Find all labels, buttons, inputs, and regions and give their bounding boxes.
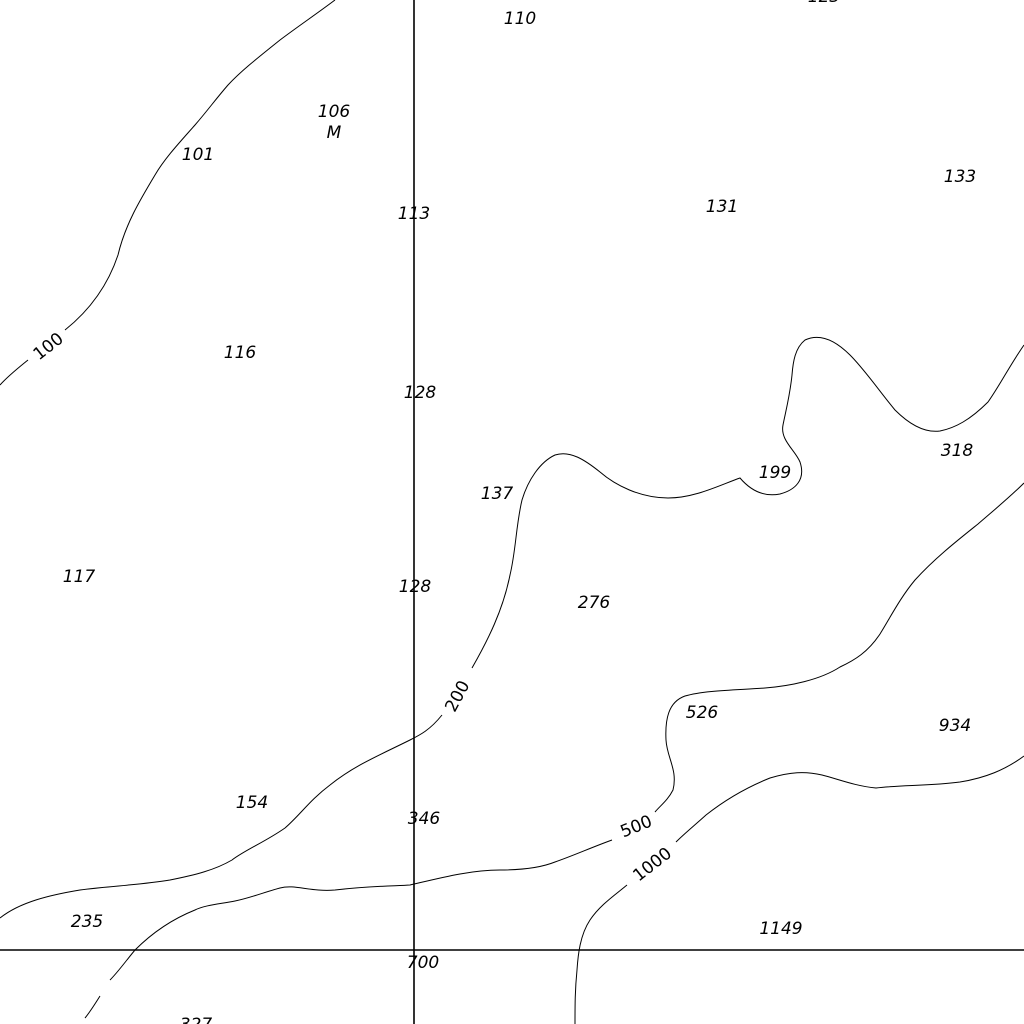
depth-sounding: 235 [71, 912, 103, 932]
depth-sounding: 110 [504, 9, 536, 29]
depth-sounding: 133 [944, 167, 976, 187]
depth-sounding: 101 [182, 145, 214, 165]
depth-sounding: 117 [63, 567, 96, 587]
contour-line-100 [64, 0, 336, 331]
depth-sounding: 128 [404, 383, 437, 403]
contour-line-500-upper [654, 482, 1024, 813]
depth-sounding: 116 [224, 343, 257, 363]
depth-sounding: 199 [759, 463, 791, 483]
depth-sounding: 700 [407, 953, 439, 973]
depth-sounding: 106 [318, 102, 351, 122]
contour-line-200-lower [0, 714, 443, 919]
depth-sounding: 131 [706, 197, 738, 217]
depth-sounding: 137 [481, 484, 514, 504]
contour-line-500-tail [84, 995, 101, 1019]
depth-sounding: 934 [939, 716, 971, 736]
depth-sounding: 154 [236, 793, 268, 813]
depth-sounding: 526 [686, 703, 719, 723]
depth-sounding: 1149 [759, 919, 802, 939]
contour-line-1000-upper [675, 755, 1024, 843]
depth-sounding-quality-marker: M [327, 123, 342, 143]
depth-sounding: 346 [408, 809, 441, 829]
contour-line-200-upper [471, 336, 1024, 669]
contour-line-1000-lower [574, 884, 628, 1024]
depth-sounding: 128 [399, 577, 432, 597]
depth-sounding: 318 [941, 441, 974, 461]
depth-sounding: 327 [180, 1015, 213, 1024]
contour-line-500-lower [109, 839, 613, 981]
depth-sounding: 123 [808, 0, 840, 7]
contour-line-100-tail [0, 359, 29, 386]
depth-sounding: 113 [398, 204, 430, 224]
depth-sounding: 276 [578, 593, 611, 613]
